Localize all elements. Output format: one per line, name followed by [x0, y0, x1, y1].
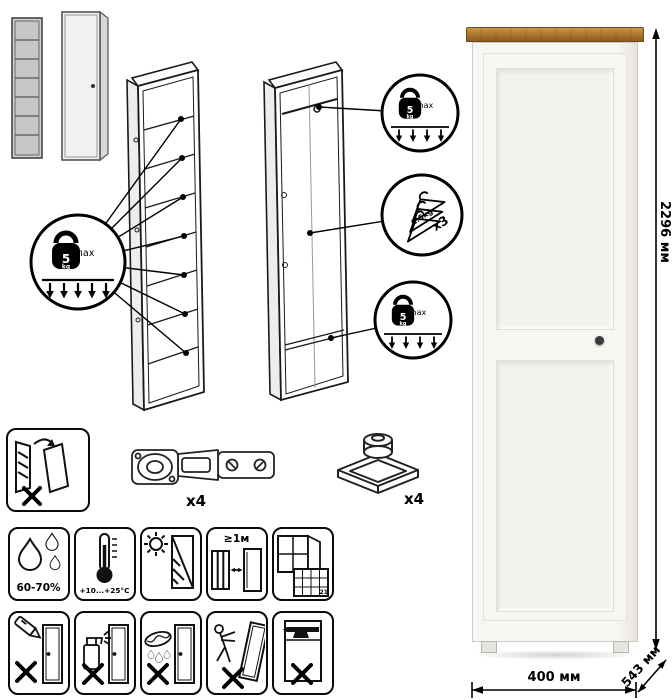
foot-hardware: x4 — [337, 433, 424, 508]
shelf-load-max: max — [74, 248, 95, 259]
cabinet-icon — [174, 624, 195, 684]
min-distance-value: ≥1м — [224, 532, 250, 545]
shelf-load-unit: kg — [62, 264, 70, 271]
rod-bottom-unit: kg — [400, 321, 407, 327]
prohibited-x-icon — [15, 661, 37, 683]
down-arrows-icon — [42, 278, 114, 292]
anti-tip-warning-icon — [15, 438, 70, 506]
prohibited-x-icon — [147, 663, 169, 685]
sunlight-box — [140, 527, 202, 601]
wardrobe-top-board — [466, 27, 644, 42]
spray-bottle-icon — [83, 630, 111, 670]
rod-top-load-badge: 5 kg max — [380, 73, 460, 153]
no-chemicals-box — [74, 611, 136, 695]
cabinet-icon — [108, 624, 129, 684]
variant-cabinet-open-icon — [11, 17, 43, 159]
humidity-box: 60-70% — [8, 527, 70, 601]
height-dimension-label: 2296 мм — [657, 201, 672, 263]
no-wet-cloth-box — [140, 611, 202, 695]
sun-icon — [144, 532, 168, 556]
width-dimension-label: 400 мм — [528, 670, 581, 685]
shelf-dots — [178, 116, 189, 356]
open-wardrobe-drawing — [263, 61, 349, 402]
wardrobe-foot-right — [613, 641, 629, 653]
variant-cabinet-door-icon — [61, 10, 109, 162]
width-dimension-line — [471, 682, 637, 698]
water-drops-icon — [17, 532, 61, 571]
rod-top-weight: 5 — [407, 105, 414, 116]
ventilation-box: 21 — [272, 527, 334, 601]
distance-arrow-icon — [230, 567, 243, 573]
rod-top-max: max — [416, 101, 434, 110]
rod-top-unit: kg — [407, 114, 414, 120]
wardrobe-render — [466, 27, 644, 657]
no-sharp-objects-box — [8, 611, 70, 695]
calendar-icon: 21 — [293, 568, 329, 597]
wardrobe-door — [483, 53, 627, 621]
wardrobe-body — [472, 42, 638, 653]
cabinet-icon — [243, 548, 262, 592]
temperature-range: +10...+25°C — [80, 586, 130, 595]
load-capacity-diagram: 5 kg max — [11, 10, 464, 412]
heat-distance-box: ≥1м — [206, 527, 268, 601]
knife-icon — [14, 615, 42, 639]
door-upper-panel — [496, 68, 614, 330]
shelf-cabinet-drawing — [126, 61, 205, 412]
door-lower-panel — [496, 360, 614, 612]
radiator-icon — [211, 550, 230, 590]
thermometer-icon — [96, 533, 117, 583]
wardrobe-foot-left — [481, 641, 497, 653]
hinge-icon — [131, 449, 275, 485]
shaded-cabinet-icon — [171, 535, 194, 589]
prohibited-x-icon — [291, 663, 313, 685]
down-arrows-icon — [391, 126, 449, 137]
cabinet-icon — [42, 624, 63, 684]
hinge-count: x4 — [186, 492, 206, 510]
wardrobe-dots — [307, 104, 334, 341]
person-pushing-icon — [214, 624, 236, 663]
foot-count: x4 — [404, 490, 424, 508]
drips-icon — [147, 649, 171, 663]
anvil-icon — [283, 627, 319, 638]
hinge-hardware: x4 — [131, 449, 275, 510]
calendar-day: 21 — [320, 589, 328, 596]
no-pushing-box — [206, 611, 268, 695]
anti-tip-warning-box — [6, 428, 90, 512]
rod-bottom-weight: 5 — [400, 312, 407, 323]
prohibited-x-icon — [82, 663, 104, 685]
depth-dimension-line — [637, 659, 667, 693]
cabinet-icon — [284, 620, 322, 682]
rod-bottom-load-badge: 5 kg max — [373, 280, 453, 360]
tilted-cabinet-icon — [238, 621, 265, 683]
rod-bottom-max: max — [409, 308, 427, 317]
shelf-load-badge: 5 kg max — [29, 213, 127, 311]
prohibited-x-icon — [222, 667, 244, 689]
hanger-load-badge: 1.5kg x3 — [380, 173, 464, 257]
temperature-box: +10...+25°C — [74, 527, 136, 601]
wet-cloth-icon — [144, 630, 172, 648]
furniture-foot-icon — [337, 433, 419, 494]
door-knob — [595, 336, 604, 345]
no-heavy-load-box — [272, 611, 334, 695]
down-arrows-icon — [384, 333, 442, 344]
open-window-icon — [277, 534, 321, 580]
humidity-value: 60-70% — [16, 582, 61, 594]
floor-shadow — [470, 650, 642, 660]
shelf-load-weight: 5 — [62, 252, 70, 266]
